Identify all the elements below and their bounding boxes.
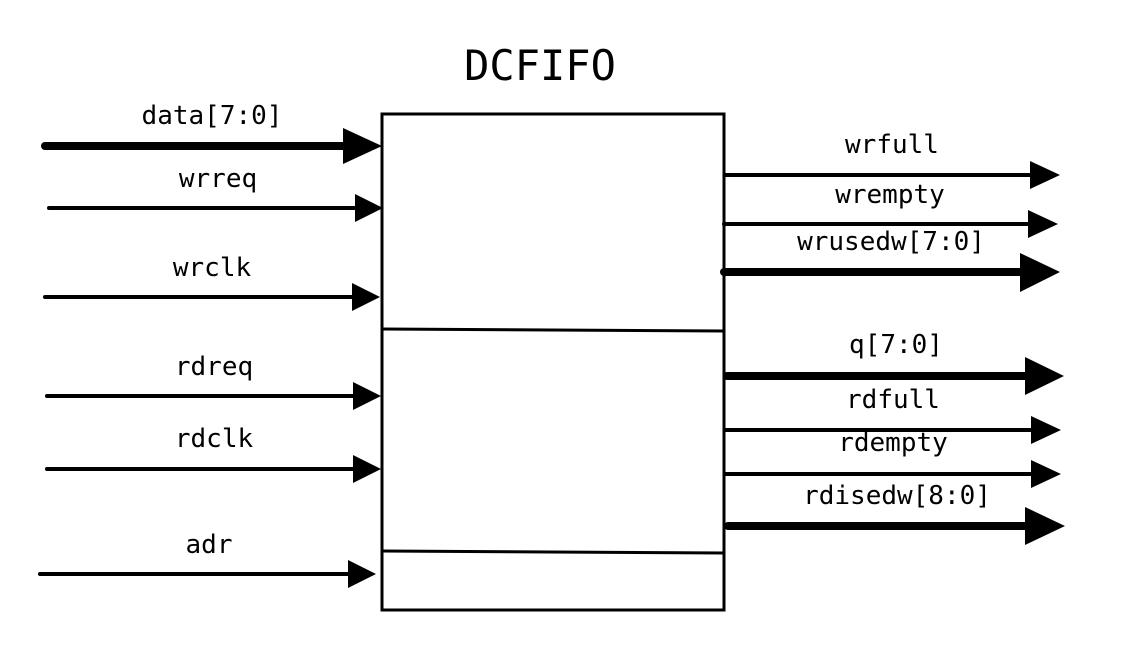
input-label-rdclk: rdclk [175, 424, 254, 454]
output-label-wrempty: wrempty [835, 180, 945, 210]
output-label-rdempty: rdempty [838, 428, 948, 458]
input-label-wrclk: wrclk [173, 253, 252, 283]
block-divider-read-adr [381, 549, 725, 555]
arrowhead-icon [1030, 161, 1060, 189]
arrowhead-icon [1025, 507, 1065, 545]
output-signal-wrempty: wrempty [722, 180, 1058, 238]
output-signal-rdempty: rdempty [724, 428, 1061, 488]
arrowhead-icon [353, 382, 381, 410]
output-signal-q: q[7:0] [723, 330, 1064, 395]
arrowhead-icon [1031, 416, 1061, 444]
input-signal-rdclk: rdclk [45, 424, 381, 483]
output-label-rdfull: rdfull [846, 385, 940, 415]
arrowhead-icon [1028, 210, 1058, 238]
input-signal-wrreq: wrreq [47, 164, 383, 222]
output-signal-rdfull: rdfull [724, 385, 1061, 444]
output-label-rdisedw: rdisedw[8:0] [803, 481, 991, 511]
input-label-rdreq: rdreq [175, 352, 253, 382]
input-signal-wrclk: wrclk [43, 253, 380, 311]
input-label-wrreq: wrreq [179, 164, 257, 194]
input-signal-data: data[7:0] [41, 101, 382, 164]
output-label-wrusedw: wrusedw[7:0] [797, 227, 985, 257]
output-label-wrfull: wrfull [845, 130, 939, 160]
input-label-adr: adr [186, 530, 233, 560]
arrowhead-icon [353, 455, 381, 483]
input-signal-rdreq: rdreq [45, 352, 381, 410]
arrowhead-icon [352, 283, 380, 311]
arrowhead-icon [1020, 253, 1060, 292]
block-divider-write-read [381, 327, 725, 333]
arrowhead-icon [343, 128, 382, 164]
input-signal-adr: adr [38, 530, 376, 588]
arrowhead-icon [1031, 460, 1061, 488]
output-signal-rdisedw: rdisedw[8:0] [724, 481, 1065, 545]
output-label-q: q[7:0] [849, 330, 943, 360]
block-title: DCFIFO [464, 41, 616, 90]
arrowhead-icon [348, 560, 376, 588]
arrowhead-icon [355, 194, 383, 222]
arrowhead-icon [1025, 357, 1064, 395]
output-signal-wrusedw: wrusedw[7:0] [720, 227, 1060, 292]
fifo-block [380, 112, 726, 612]
input-label-data: data[7:0] [142, 101, 283, 131]
output-signal-wrfull: wrfull [724, 130, 1060, 189]
